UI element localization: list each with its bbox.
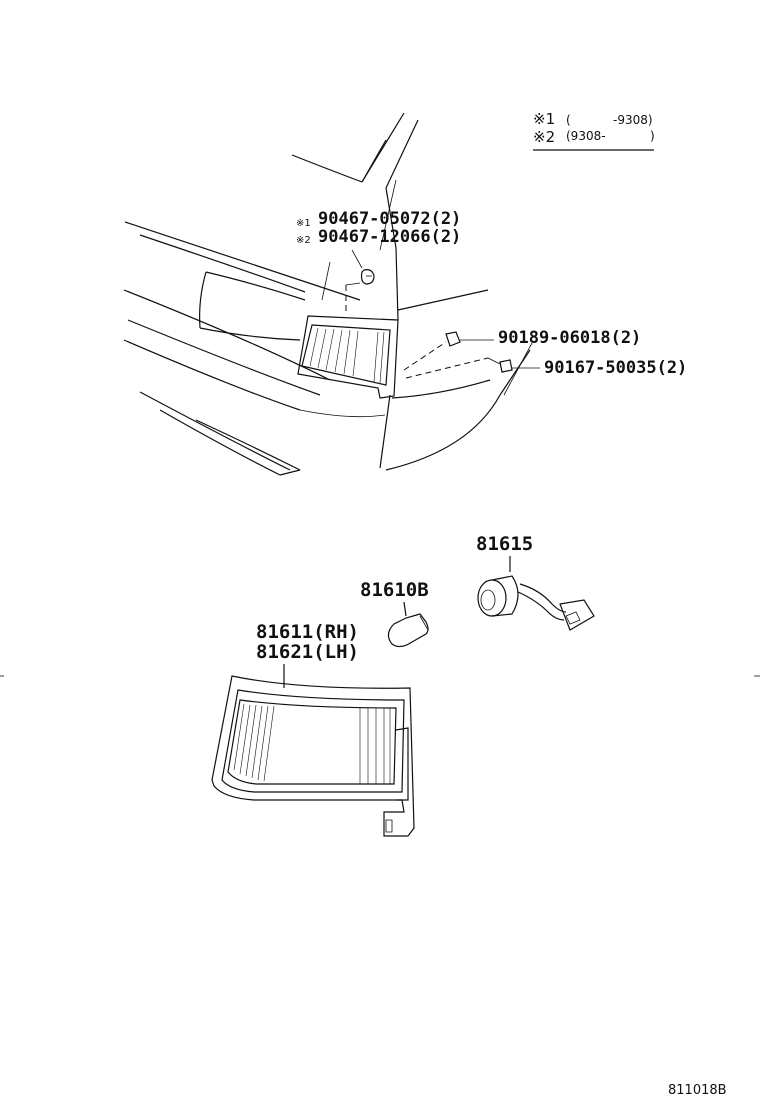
socket-part-number: 81615 xyxy=(476,533,533,555)
bulb-socket xyxy=(477,556,595,631)
lens-part-number-lh: 81621(LH) xyxy=(256,641,359,663)
corner-lamp-assembly xyxy=(211,664,415,837)
bulb-part-number: 81610B xyxy=(360,579,429,601)
nut-part-number: 90189-06018(2) xyxy=(498,328,641,348)
legend: ※1 ( -9308) ※2 (9308- ) xyxy=(533,110,655,151)
legend-mark-1: ※1 xyxy=(533,110,555,128)
screw-mark-2: ※2 xyxy=(296,235,311,246)
screw-clip xyxy=(345,249,375,312)
diagram-code: 811018B xyxy=(668,1083,727,1098)
legend-range-2-close: ) xyxy=(650,129,655,143)
screw-mark-1: ※1 xyxy=(296,218,311,229)
bulb xyxy=(387,601,429,648)
screw-part-number-1: 90467-05072(2) xyxy=(318,209,461,229)
vehicle-body-illustration xyxy=(123,112,531,476)
screw-part-number-2: 90467-12066(2) xyxy=(318,227,461,247)
lens-part-number-rh: 81611(RH) xyxy=(256,621,359,643)
legend-range-2-value: (9308- xyxy=(566,129,606,143)
legend-range-1-open: ( xyxy=(566,113,571,127)
legend-mark-2: ※2 xyxy=(533,128,555,146)
legend-range-1-value: -9308) xyxy=(613,113,653,127)
bolt-part-number: 90167-50035(2) xyxy=(544,358,687,378)
nut-and-bolt xyxy=(403,331,540,396)
installed-corner-lamp xyxy=(297,315,399,399)
